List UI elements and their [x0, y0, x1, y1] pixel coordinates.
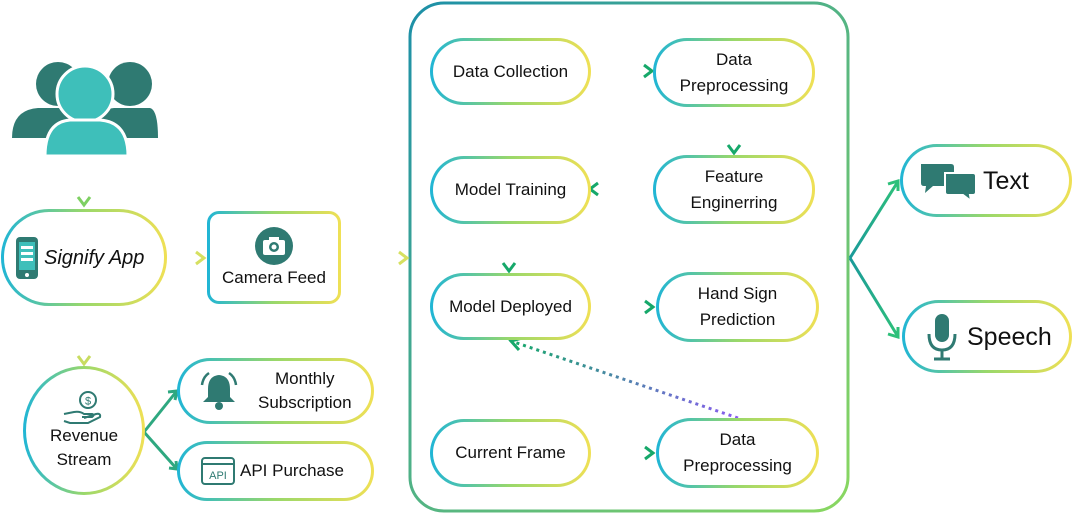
monthly-label-line2: Subscription — [258, 393, 352, 412]
monthly-label-line1: Monthly — [275, 369, 335, 388]
data-collection-node[interactable]: Data Collection — [430, 38, 591, 105]
signify-app-node[interactable]: Signify App — [1, 209, 167, 306]
speech-output-label: Speech — [967, 322, 1052, 351]
revenue-label-line1: Revenue — [49, 425, 119, 445]
speech-output-node[interactable]: Speech — [902, 300, 1072, 373]
current-frame-label: Current Frame — [455, 443, 566, 462]
chat-bubbles-icon — [919, 161, 977, 203]
svg-text:API: API — [209, 470, 227, 482]
model-training-label: Model Training — [454, 180, 567, 199]
data-preprocessing-2-node[interactable]: Data Preprocessing — [656, 418, 819, 488]
data-collection-label: Data Collection — [452, 61, 569, 81]
data-preprocessing-line2: Preprocessing — [679, 75, 789, 95]
signify-app-label: Signify App — [44, 246, 145, 269]
text-output-label: Text — [983, 166, 1029, 195]
data-preprocessing-2-line1: Data — [719, 430, 756, 449]
feature-engineering-line1: Feature — [704, 166, 764, 186]
monthly-subscription-node[interactable]: Monthly Subscription — [177, 358, 374, 424]
model-deployed-label: Model Deployed — [449, 296, 572, 316]
hand-sign-prediction-node[interactable]: Hand Sign Prediction — [656, 272, 819, 342]
model-deployed-node[interactable]: Model Deployed — [430, 273, 591, 340]
api-purchase-node[interactable]: API API Purchase — [177, 441, 374, 501]
revenue-stream-node[interactable]: $ Revenue Stream — [23, 366, 145, 495]
text-output-node[interactable]: Text — [900, 144, 1072, 217]
data-preprocessing-2-line2: Preprocessing — [683, 456, 792, 475]
feature-engineering-node[interactable]: Feature Enginerring — [653, 155, 815, 224]
camera-feed-label: Camera Feed — [222, 267, 326, 287]
api-icon: API — [200, 455, 236, 487]
hand-sign-line2: Prediction — [699, 310, 776, 329]
svg-text:$: $ — [85, 395, 91, 407]
model-training-node[interactable]: Model Training — [430, 156, 591, 224]
feature-engineering-line2: Enginerring — [690, 192, 778, 212]
microphone-icon — [925, 312, 959, 362]
data-preprocessing-node[interactable]: Data Preprocessing — [653, 38, 815, 107]
mobile-phone-icon — [14, 236, 40, 280]
data-preprocessing-line1: Data — [716, 49, 752, 69]
users-group-icon — [10, 58, 160, 158]
money-hand-icon: $ — [62, 390, 106, 424]
camera-icon — [254, 226, 294, 266]
api-purchase-label: API Purchase — [240, 461, 344, 480]
current-frame-node[interactable]: Current Frame — [430, 419, 591, 487]
bell-icon — [198, 371, 240, 411]
camera-feed-node[interactable]: Camera Feed — [207, 211, 341, 304]
revenue-label-line2: Stream — [56, 449, 112, 469]
hand-sign-line1: Hand Sign — [697, 284, 778, 303]
